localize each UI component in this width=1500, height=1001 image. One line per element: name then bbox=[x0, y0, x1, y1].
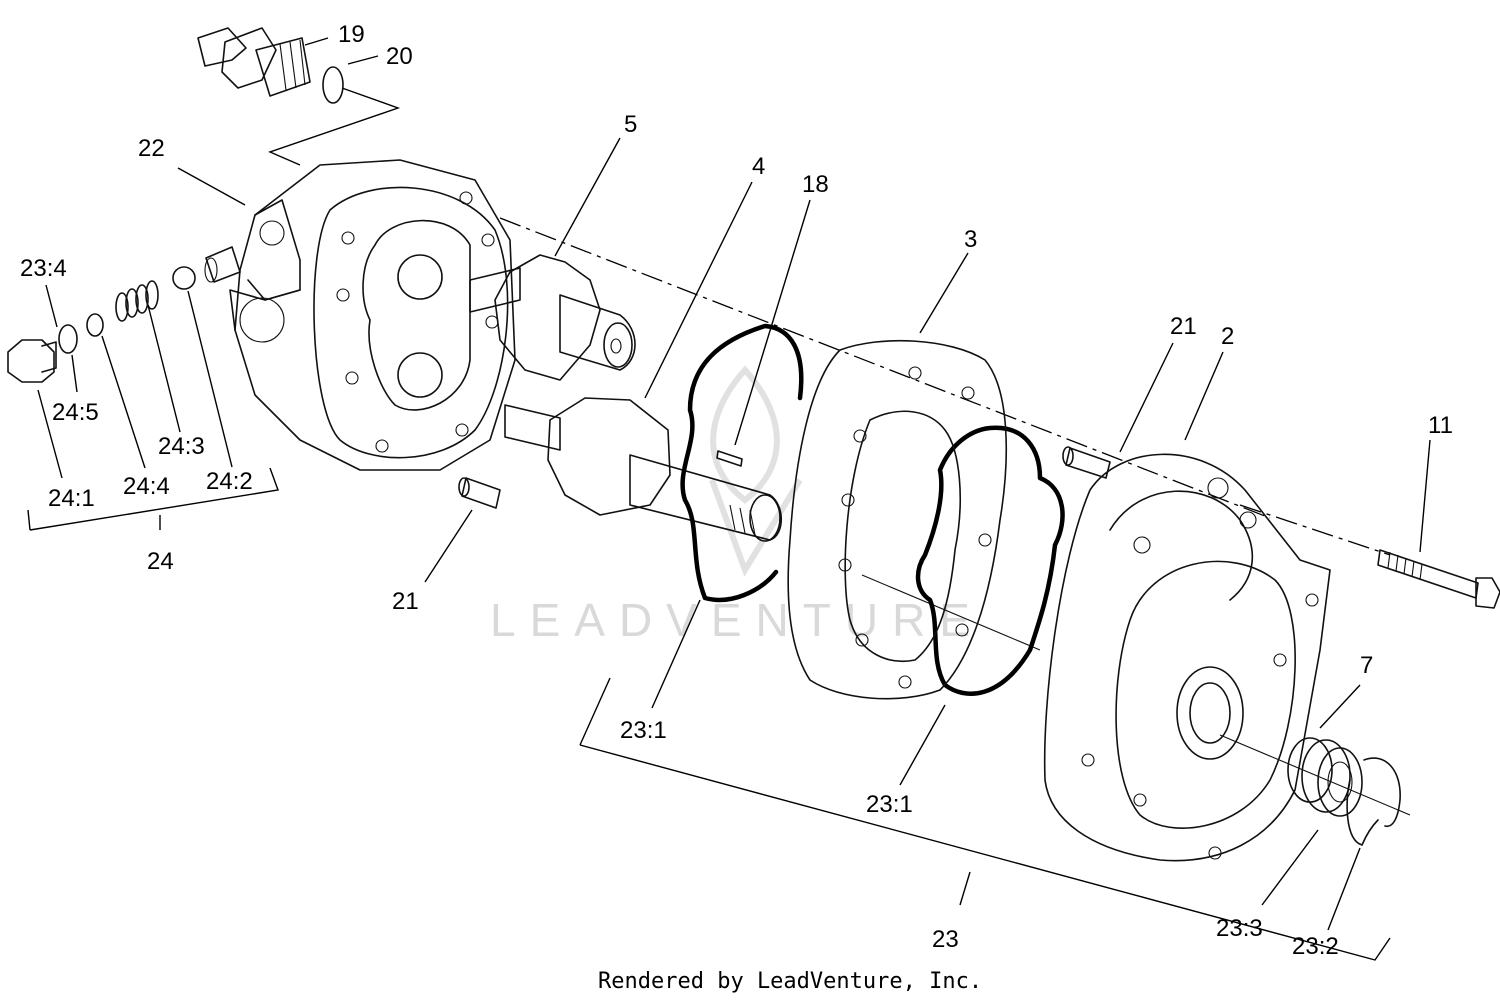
callout-23-4: 23:4 bbox=[20, 255, 67, 282]
callout-24-5: 24:5 bbox=[52, 399, 99, 426]
callout-24-1: 24:1 bbox=[48, 485, 95, 512]
callout-23-1-front: 23:1 bbox=[620, 717, 667, 744]
part-11-bolt bbox=[1377, 549, 1500, 609]
watermark-logo bbox=[709, 365, 803, 577]
callout-7: 7 bbox=[1360, 652, 1373, 679]
part-19-fitting bbox=[197, 27, 311, 97]
part-23-1-seal-rear bbox=[915, 425, 1065, 696]
part-3-gear-body bbox=[787, 339, 1008, 700]
callout-24: 24 bbox=[147, 548, 174, 575]
part-5-driven-gear bbox=[469, 254, 636, 381]
callout-19: 19 bbox=[338, 21, 365, 48]
callout-2: 2 bbox=[1221, 323, 1234, 350]
part-23-1-seal-front bbox=[680, 323, 804, 603]
part-4-drive-gear bbox=[504, 397, 783, 542]
assembly-axis-line bbox=[499, 217, 1391, 556]
part-23-2-retaining-ring bbox=[1346, 757, 1401, 846]
callout-23-1-rear: 23:1 bbox=[866, 791, 913, 818]
shaft-axis-line bbox=[861, 574, 1411, 816]
part-24-3-spring bbox=[115, 280, 159, 322]
part-24-1-plug bbox=[7, 339, 57, 383]
callout-24-2: 24:2 bbox=[206, 468, 253, 495]
watermark-text: LEADVENTURE bbox=[490, 594, 984, 646]
callout-24-3: 24:3 bbox=[158, 433, 205, 460]
part-7-shaft-seal bbox=[1287, 737, 1363, 817]
callout-23: 23 bbox=[932, 926, 959, 953]
footer-credit: Rendered by LeadVenture, Inc. bbox=[598, 969, 982, 994]
callout-3: 3 bbox=[964, 226, 977, 253]
part-2-rear-cover bbox=[1043, 453, 1331, 862]
part-24-5-washer bbox=[58, 324, 78, 354]
callout-23-3: 23:3 bbox=[1216, 915, 1263, 942]
part-18-key bbox=[716, 450, 743, 467]
callout-21-lower: 21 bbox=[392, 588, 419, 615]
part-24-poppet bbox=[204, 246, 241, 283]
leader-lines bbox=[27, 37, 1431, 961]
part-20-o-ring bbox=[322, 66, 344, 104]
part-21-dowel-pin bbox=[458, 477, 501, 509]
callout-11: 11 bbox=[1428, 412, 1453, 439]
callout-23-2: 23:2 bbox=[1292, 933, 1339, 960]
callout-4: 4 bbox=[752, 153, 765, 180]
part-24-4-washer bbox=[86, 313, 104, 337]
callout-18: 18 bbox=[802, 171, 829, 198]
fitting-connector-line bbox=[268, 87, 401, 166]
callout-24-4: 24:4 bbox=[123, 473, 170, 500]
callout-22: 22 bbox=[138, 135, 165, 162]
part-22-front-housing bbox=[229, 159, 516, 471]
callout-5: 5 bbox=[624, 111, 637, 138]
part-24-2-ball bbox=[172, 266, 196, 290]
callout-20: 20 bbox=[386, 43, 413, 70]
callout-21-upper: 21 bbox=[1170, 313, 1197, 340]
part-21-upper-dowel-pin bbox=[1062, 446, 1111, 479]
